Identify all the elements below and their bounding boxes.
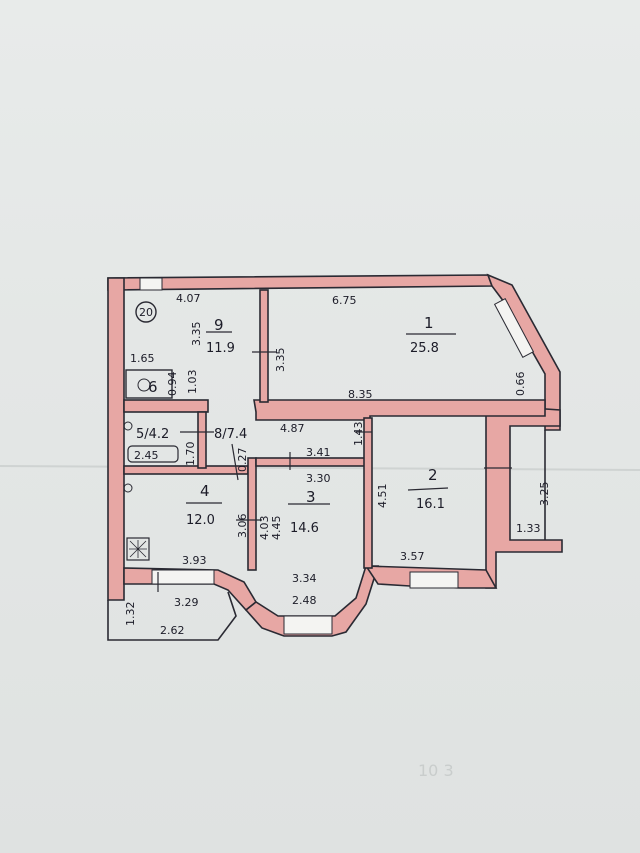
wall-room5-right [197,411,207,469]
stove-burners [129,540,147,558]
room6-dim-a: 1.65 [130,352,155,365]
room4-number: 4 [200,482,210,500]
balcony-right-dim-bottom: 1.33 [516,522,541,535]
room6-circle-marker [137,378,151,392]
room3-dim-bottom-b: 2.48 [292,594,317,607]
room9-area: 11.9 [206,341,235,356]
room5-marker [123,421,133,431]
room4-dim-bottom: 3.93 [182,554,207,567]
room1-dim-side: 0.66 [514,372,527,397]
bathtub-fixture [125,369,173,399]
door-marks [157,351,512,592]
room2-number: 2 [428,466,438,484]
wall-top [107,274,494,291]
room5-fixture [127,445,179,463]
room8-label: 8/7.4 [214,427,247,442]
room8-dim-b: 0.27 [236,448,249,473]
window-room4 [151,569,215,585]
room3-dim-top-a: 3.41 [306,446,331,459]
paper-fold-line [0,465,640,471]
room20-circle [135,301,157,323]
window-room2 [409,571,459,589]
room1-dim-bottom: 8.35 [348,388,373,401]
window-room9 [139,277,163,291]
room3-dim-left-a: 4.03 [258,516,271,541]
balcony-left-dim-bottom: 2.62 [160,624,185,637]
room9-dim-left: 3.35 [190,322,203,347]
room2-area: 16.1 [416,497,445,512]
balcony-left-dim-top: 3.29 [174,596,199,609]
balcony-right-dim-side: 3.25 [538,482,551,507]
room9-dim-top: 4.07 [176,292,201,305]
room6-number: 6 [148,378,158,396]
room5-dim-a: 2.45 [134,449,159,462]
wall-left [107,277,125,601]
stove-fixture [126,537,150,561]
room4-area: 12.0 [186,513,215,528]
room9-dim-right: 3.35 [274,348,287,373]
room3-area: 14.6 [290,521,319,536]
room3-dim-top-b: 3.30 [306,472,331,485]
balcony-left-outline [107,591,237,641]
balcony-left-dim-left: 1.32 [124,602,137,627]
room8-dim-a: 4.87 [280,422,305,435]
window-room1 [493,298,535,358]
room5-dim-b: 1.70 [184,442,197,467]
room9-number: 9 [214,316,224,334]
faint-watermark: 10 3 [418,761,454,780]
room4-marker [123,483,133,493]
wall-room9-bottom [123,399,209,413]
room2-dim-bottom: 3.57 [400,550,425,563]
room2-dim-top: 1.43 [352,422,365,447]
room1-number: 1 [424,314,434,332]
room20-number: 20 [139,306,153,319]
wall-room5-bottom [123,465,249,475]
room2-dim-left: 4.51 [376,484,389,509]
room4-dim-right: 3.06 [236,514,249,539]
wall-room3-top [255,457,367,467]
room3-number: 3 [306,488,316,506]
wall-room4-right [247,457,257,571]
room1-area: 25.8 [410,341,439,356]
wall-room2-left [363,417,373,569]
wall-right-room2 [485,404,563,589]
room6-dim-c: 0.94 [166,372,179,397]
wall-room9-room1 [259,289,269,403]
window-room3 [283,615,333,635]
room6-dim-b: 1.03 [186,370,199,395]
room3-dim-left-b: 4.45 [270,516,283,541]
room1-dim-top: 6.75 [332,294,357,307]
area-underlines [186,331,456,505]
room5-label: 5/4.2 [136,427,169,442]
room3-dim-bottom-a: 3.34 [292,572,317,585]
